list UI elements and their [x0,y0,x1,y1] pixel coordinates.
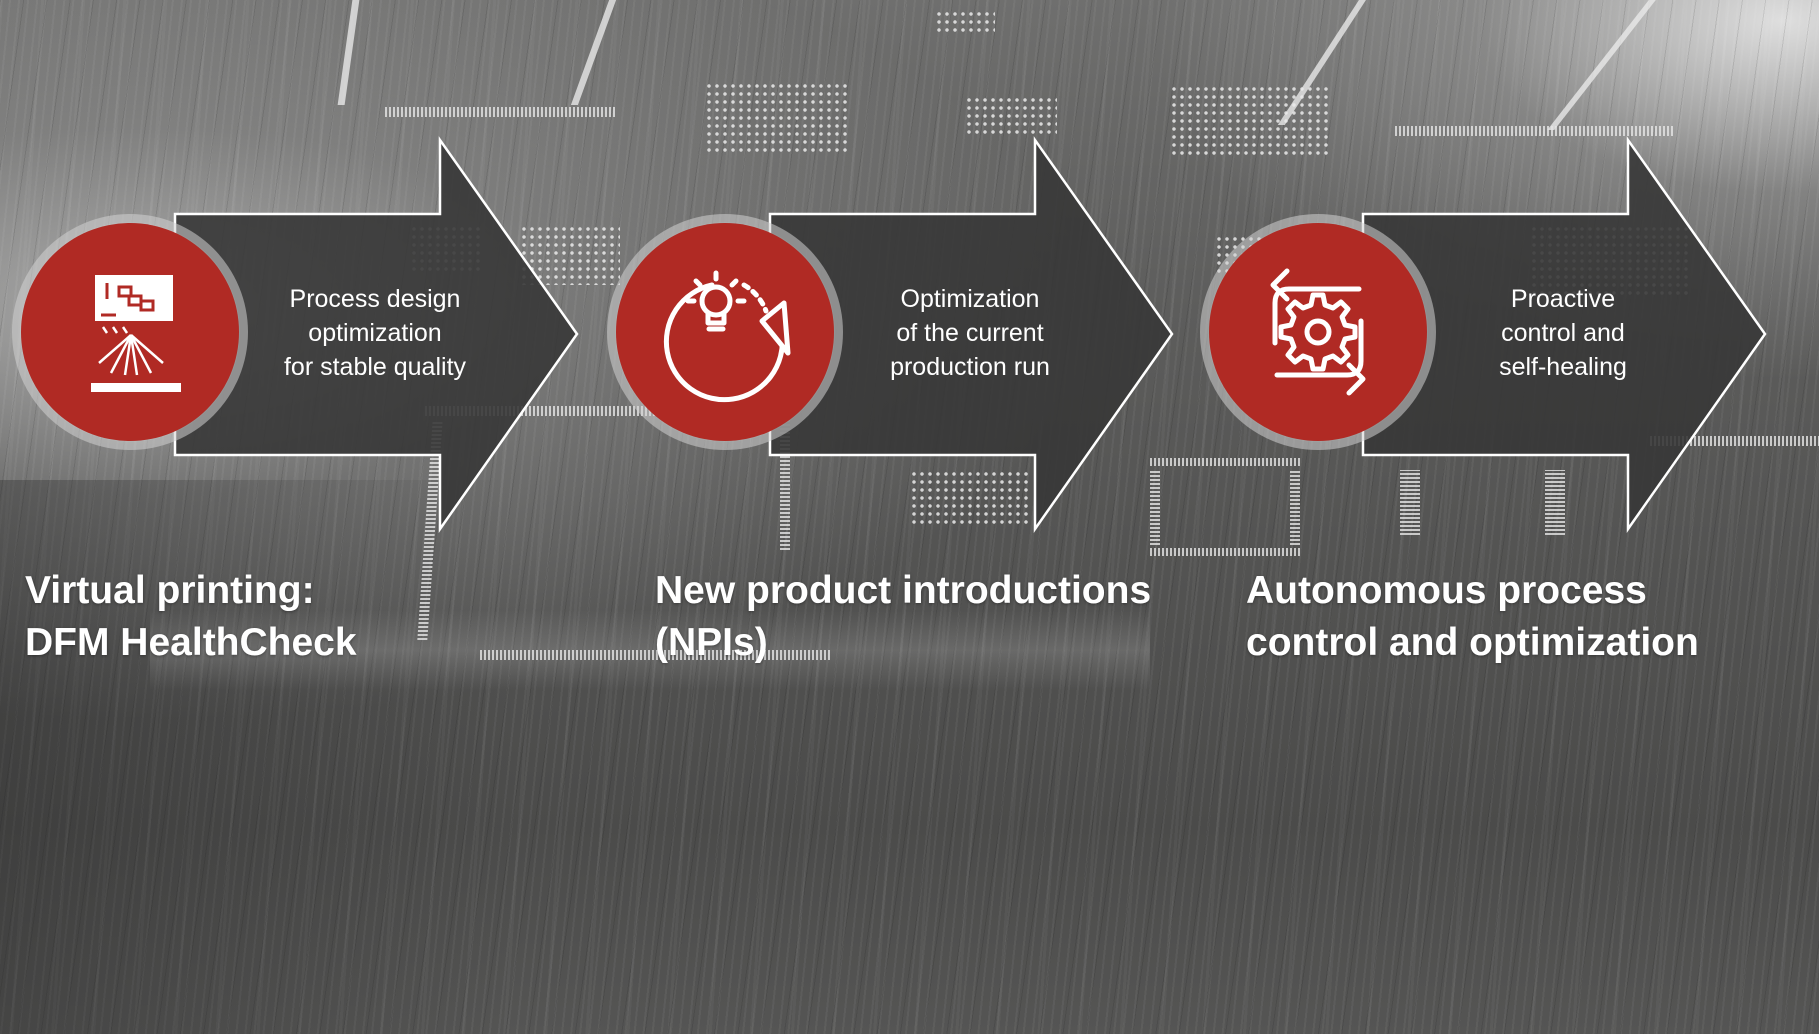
stencil-pad-grid [705,82,850,154]
stencil-pad-col [1400,470,1420,535]
step-3-title: Autonomous process control and optimizat… [1246,565,1699,669]
step-3-circle [1209,223,1427,441]
step-3-description-line: control and [1501,319,1625,347]
step-3-title-line: control and optimization [1246,621,1699,664]
step-3-title-line: Autonomous process [1246,569,1647,612]
stencil-pad-col [1290,470,1300,545]
stencil-pad-col [1545,470,1565,535]
lightbulb-cycle-icon [663,270,791,403]
step-1-description-line: Process design [289,285,461,313]
laser-board-icon [91,275,181,392]
step-1-description: Process design optimization for stable q… [240,282,510,384]
step-3-description: Proactive control and self-healing [1428,282,1698,384]
stencil-pad-row [425,406,655,416]
stencil-pad-row [385,107,615,117]
step-1-description-line: optimization [308,319,442,347]
step-3-description-line: Proactive [1510,285,1616,313]
step-2-title: New product introductions (NPIs) [655,565,1151,669]
stencil-pad-row [1650,436,1819,446]
stencil-pad-grid [1170,85,1328,155]
step-2-title-line: New product introductions [655,569,1152,612]
step-3: Proactive control and self-healing [1188,136,1788,533]
step-2: Optimization of the current production r… [595,136,1195,533]
stencil-pad-col [780,420,790,550]
stencil-pad-row [1150,458,1300,466]
stencil-pad-grid [935,10,995,32]
step-2-circle [616,223,834,441]
process-flow: Process design optimization for stable q… [0,136,1788,533]
stencil-pad-row [1150,548,1300,556]
stencil-pad-col [1150,470,1160,545]
stencil-pad-row [480,650,830,660]
step-2-description-line: Optimization [900,285,1040,313]
step-1-title-line: DFM HealthCheck [25,621,357,664]
step-3-description-line: self-healing [1499,353,1627,381]
step-3-arrow [1361,136,1767,533]
stencil-pad-grid [910,470,1030,525]
step-1-circle [21,223,239,441]
stencil-pad-grid [965,96,1057,138]
gear-arrows-icon [1270,268,1366,396]
step-1-arrow [173,136,579,533]
stencil-pad-row [1395,126,1675,136]
step-2-description: Optimization of the current production r… [835,282,1105,384]
step-1: Process design optimization for stable q… [0,136,600,533]
step-2-description-line: production run [890,353,1050,381]
step-1-title: Virtual printing: DFM HealthCheck [25,565,357,669]
step-1-description-line: for stable quality [283,353,467,381]
step-2-description-line: of the current [896,319,1044,347]
step-1-title-line: Virtual printing: [25,569,315,612]
step-2-title-line: (NPIs) [655,621,768,664]
background-shadow [0,480,520,1034]
step-2-arrow [768,136,1174,533]
